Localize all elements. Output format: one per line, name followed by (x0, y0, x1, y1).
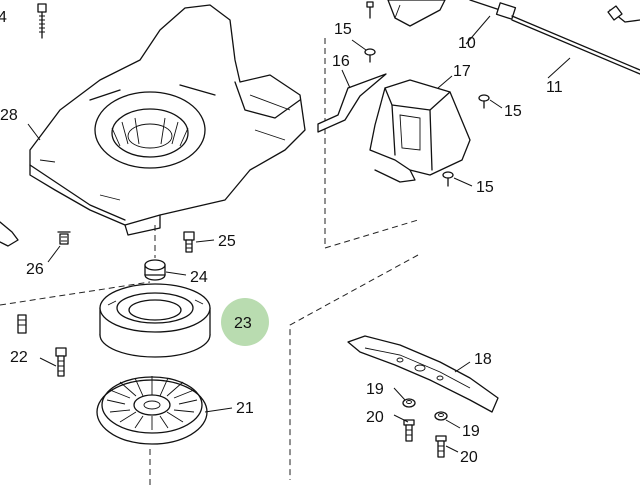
bolt-part-20-left (403, 419, 415, 442)
callout-18: 18 (474, 351, 492, 368)
washer-part-19-right (434, 411, 448, 421)
bracket-top (387, 0, 446, 27)
callout-17: 17 (453, 63, 471, 80)
screw-top-small (366, 1, 374, 19)
edge-fragment-left (0, 221, 19, 247)
fragment-top-right (607, 5, 640, 23)
callout-15-right: 15 (504, 103, 522, 120)
callout-22: 22 (10, 349, 28, 366)
washer-part-19-left (402, 398, 416, 408)
deflector-part-16 (317, 73, 387, 133)
callout-25: 25 (218, 233, 236, 250)
assembly-guide-lines (0, 38, 419, 485)
screw-part-4 (37, 3, 47, 39)
bolt-left-edge (17, 314, 27, 334)
deck-housing-part (29, 4, 306, 236)
cable-connector-part-10 (469, 0, 640, 75)
callout-15-top: 15 (334, 21, 352, 38)
screw-part-26 (57, 231, 71, 245)
callout-11: 11 (546, 79, 563, 96)
screw-part-15-lower (442, 171, 454, 187)
spacer-part-24 (144, 259, 166, 281)
callout-21: 21 (236, 400, 254, 417)
callout-4: 4 (0, 9, 7, 26)
blade-part-18 (347, 335, 499, 413)
chute-housing-part-17 (369, 79, 471, 183)
callout-10: 10 (458, 35, 476, 52)
adapter-ring-part-23 (99, 283, 211, 358)
callout-16: 16 (332, 53, 350, 70)
callout-15-lower: 15 (476, 179, 494, 196)
screw-part-15-right (478, 94, 490, 109)
callout-labels: 4 28 15 16 17 10 11 15 15 25 26 24 23 22… (0, 9, 563, 466)
callout-23: 23 (234, 315, 252, 332)
callout-19-right: 19 (462, 423, 480, 440)
callout-20-left: 20 (366, 409, 384, 426)
fan-impeller-part-21 (96, 376, 208, 445)
screw-part-15-top (364, 48, 376, 63)
callout-28: 28 (0, 107, 18, 124)
bolt-part-25 (183, 231, 195, 253)
callout-20-right: 20 (460, 449, 478, 466)
callout-leader-lines (27, 15, 571, 453)
highlight-circle (221, 298, 269, 346)
bolt-part-20-right (435, 435, 447, 458)
callout-26: 26 (26, 261, 44, 278)
callout-24: 24 (190, 269, 208, 286)
screw-part-22 (55, 347, 67, 377)
callout-19-left: 19 (366, 381, 384, 398)
